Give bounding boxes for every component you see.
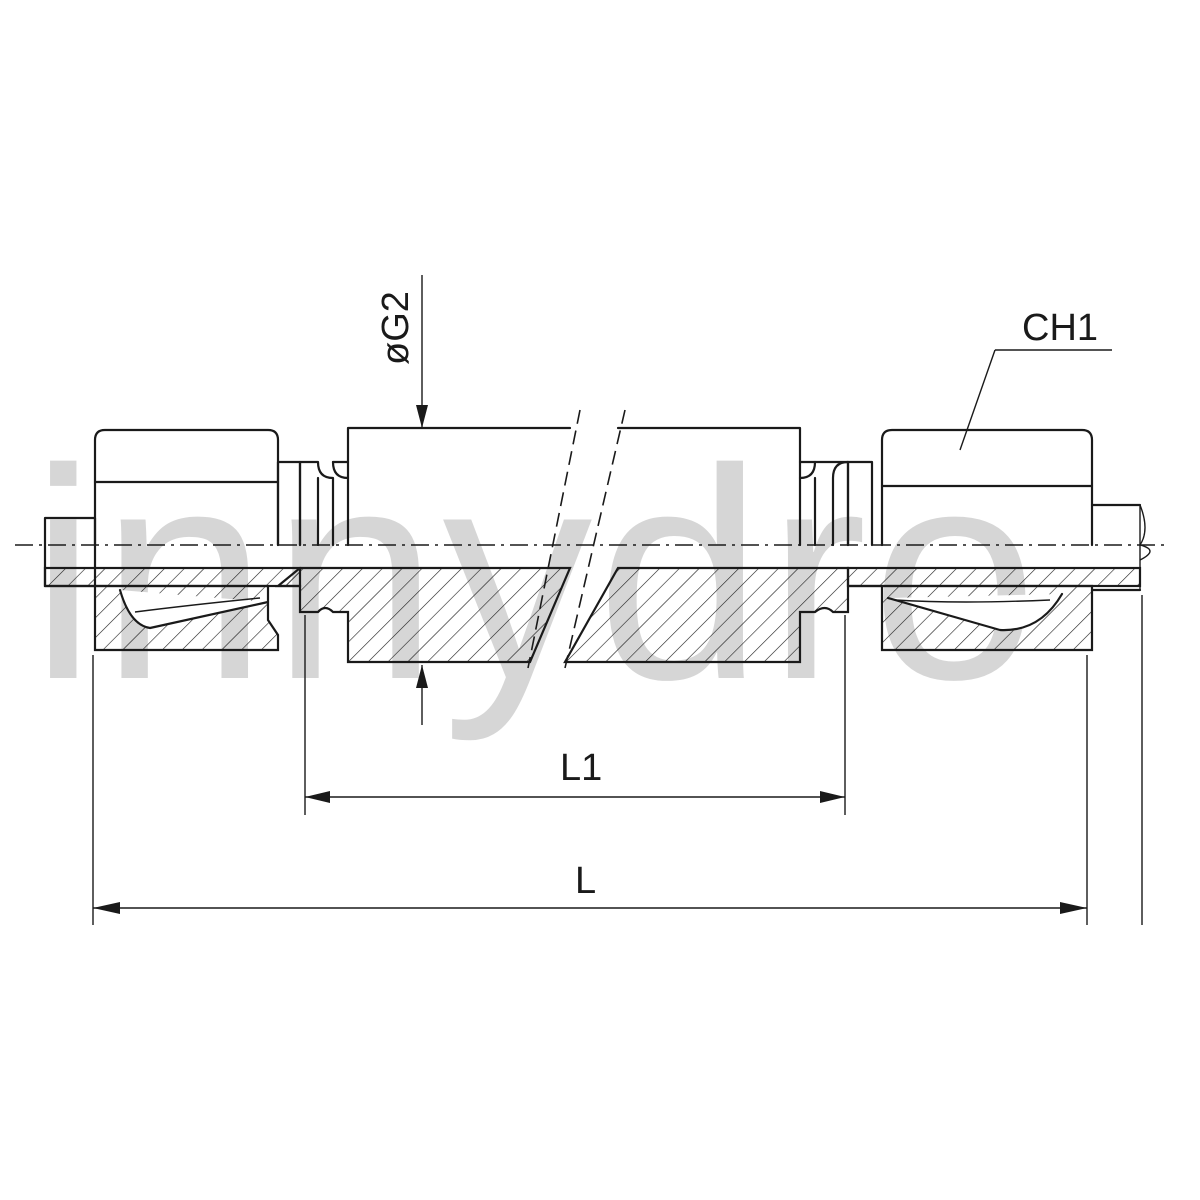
l1-dimension xyxy=(304,615,846,815)
right-nut xyxy=(846,428,1094,547)
l-label: L xyxy=(575,860,596,902)
section-view xyxy=(43,566,1142,664)
right-tube xyxy=(1090,503,1151,592)
body-upper xyxy=(346,426,802,547)
diameter-label: øG2 xyxy=(375,291,417,365)
l-dimension xyxy=(92,595,1143,925)
wrench-size-leader xyxy=(959,349,1112,451)
l1-label: L1 xyxy=(560,747,602,789)
wrench-size-label: CH1 xyxy=(1022,307,1098,349)
left-neck xyxy=(298,460,350,547)
diameter-dimension xyxy=(416,275,428,725)
break-lines xyxy=(527,409,626,669)
